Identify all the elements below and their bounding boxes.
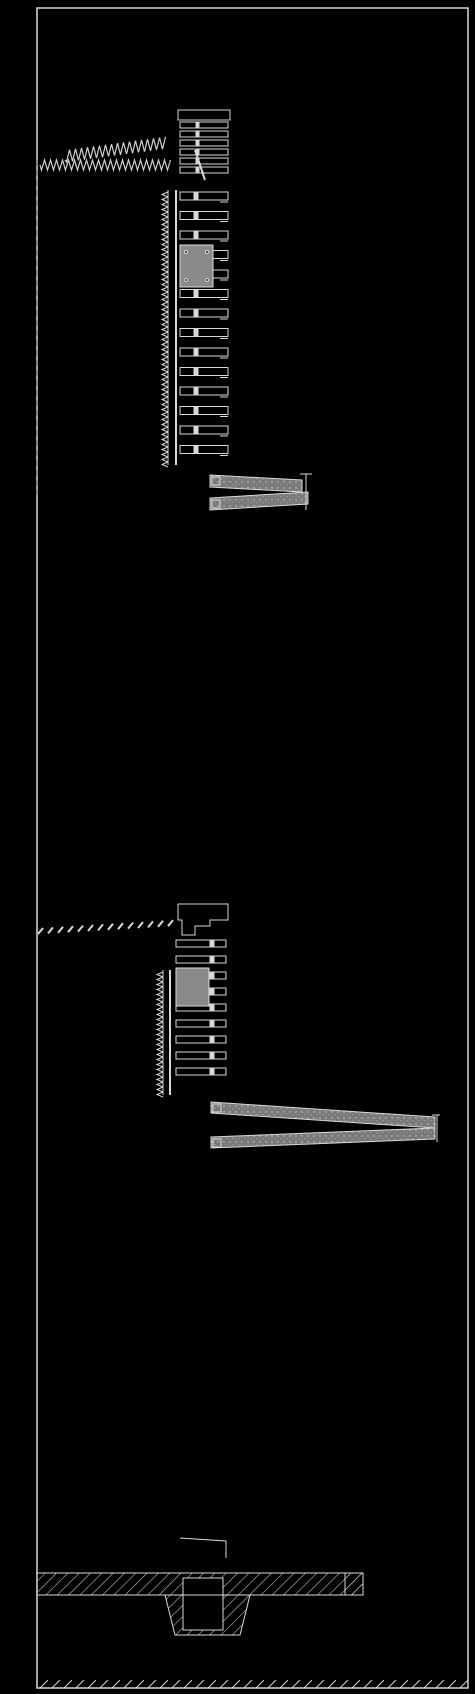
upper-assembly	[36, 109, 312, 511]
outer-frame	[36, 7, 469, 1689]
base-foundation	[36, 1537, 364, 1636]
lower-assembly	[37, 903, 440, 1149]
ground-line	[37, 1679, 469, 1689]
